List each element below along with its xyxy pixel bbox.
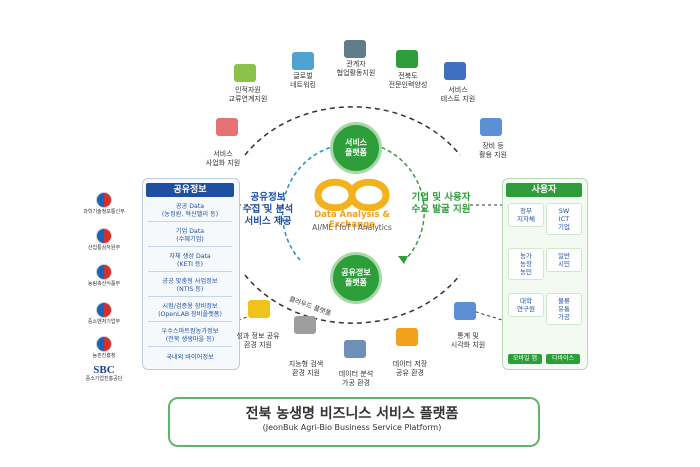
shared-info-panel xyxy=(142,178,240,370)
equipment-monitor-icon xyxy=(480,118,502,136)
service-data-analysis: 데이터 분석 가공 환경 xyxy=(338,370,374,387)
agency-msit: 과학기술정보통신부 xyxy=(68,192,140,215)
user-cell: 물류 유통 가공 xyxy=(546,293,582,325)
sbc-logo: SBC xyxy=(93,364,115,376)
service-platform-node: 서비스 플랫폼 xyxy=(330,122,382,174)
data-analysis-icon xyxy=(344,340,366,358)
search-engine-icon xyxy=(294,316,316,334)
center-subtitle: AI/ML l IoT l Analytics xyxy=(312,223,392,232)
business-people-icon xyxy=(344,40,366,58)
service-commercialization: 서비스 사업화 지원 xyxy=(205,150,241,167)
service-result-sharing: 성과 정보 공유 환경 지원 xyxy=(236,332,280,349)
expert-training-icon xyxy=(396,50,418,68)
handshake-icon xyxy=(292,52,314,70)
info-item: 자체 생성 Data (KETI 등) xyxy=(148,253,232,272)
government-emblem-icon xyxy=(96,228,112,244)
shared-info-title: 공유정보 xyxy=(146,183,234,197)
government-emblem-icon xyxy=(96,264,112,280)
user-cell: 일반 시민 xyxy=(546,248,582,272)
user-cell: 대학 연구원 xyxy=(508,293,544,317)
service-statistics: 통계 및 시각화 지원 xyxy=(450,332,486,349)
info-item: 우수스마트팜농가정보 (전북 생생마을 등) xyxy=(148,328,232,347)
right-flow-note: 기업 및 사용자 수요 발굴 지원 xyxy=(411,192,471,215)
service-expert-training: 전북도 전문인력양성 xyxy=(388,72,428,89)
service-global-networking: 글로벌 네트워킹 xyxy=(290,72,316,89)
user-cell: SW ICT 기업 xyxy=(546,203,582,235)
service-collaboration: 관계자 협업활동지원 xyxy=(336,60,376,77)
left-flow-note: 공유정보 수집 및 분석 서비스 제공 xyxy=(242,192,294,227)
service-data-storage: 데이터 저장 공유 환경 xyxy=(392,360,428,377)
user-panel-title: 사용자 xyxy=(506,183,582,197)
platform-title-english: (JeonBuk Agri-Bio Business Service Platf… xyxy=(262,423,442,432)
service-hr-exchange: 인적자원 교류연계지원 xyxy=(228,86,268,103)
government-emblem-icon xyxy=(96,302,112,318)
center-title: Data Analysis & Exchange xyxy=(314,210,390,230)
info-item: 국내외 바이어정보 xyxy=(166,354,214,361)
service-test-support: 서비스 테스트 지원 xyxy=(440,86,476,103)
shopping-icon xyxy=(216,118,238,136)
agency-rda: 농촌진흥청 xyxy=(68,336,140,359)
user-cell: 정부 지자체 xyxy=(508,203,544,227)
platform-title-box xyxy=(168,397,540,447)
agency-mss: 중소벤처기업부 xyxy=(68,302,140,325)
agency-motie: 산업통상자원부 xyxy=(68,228,140,251)
service-test-icon xyxy=(444,62,466,80)
service-smart-search: 지능형 검색 환경 지원 xyxy=(288,360,324,377)
info-item: 공공 Data (농정원, 혁신밸리 등) xyxy=(148,203,232,222)
statistics-chart-icon xyxy=(454,302,476,320)
government-emblem-icon xyxy=(96,336,112,352)
data-storage-icon xyxy=(396,328,418,346)
device-badge: 디바이스 xyxy=(546,354,580,364)
meeting-icon xyxy=(234,64,256,82)
info-item: 기업 Data (수혜기업) xyxy=(148,228,232,247)
government-emblem-icon xyxy=(96,192,112,208)
lightbulb-icon xyxy=(248,300,270,318)
agency-mafra: 농림축산식품부 xyxy=(68,264,140,287)
service-equipment-use: 장비 등 활용 지원 xyxy=(479,142,507,159)
info-item: 공공 맞춤형 사업정보 (NTIS 등) xyxy=(148,278,232,297)
info-item: 시험/검증용 장비정보 (OpenLAB 장비플랫폼) xyxy=(148,303,232,322)
agency-sbc: SBC 중소기업진흥공단 xyxy=(68,364,140,382)
shared-info-platform-node: 공유정보 플랫폼 xyxy=(330,252,382,304)
platform-title: 전북 농생명 비즈니스 서비스 플랫폼 xyxy=(245,406,459,422)
user-cell: 농가 농장 농민 xyxy=(508,248,544,280)
mobile-app-badge: 모바일 앱 xyxy=(508,354,542,364)
